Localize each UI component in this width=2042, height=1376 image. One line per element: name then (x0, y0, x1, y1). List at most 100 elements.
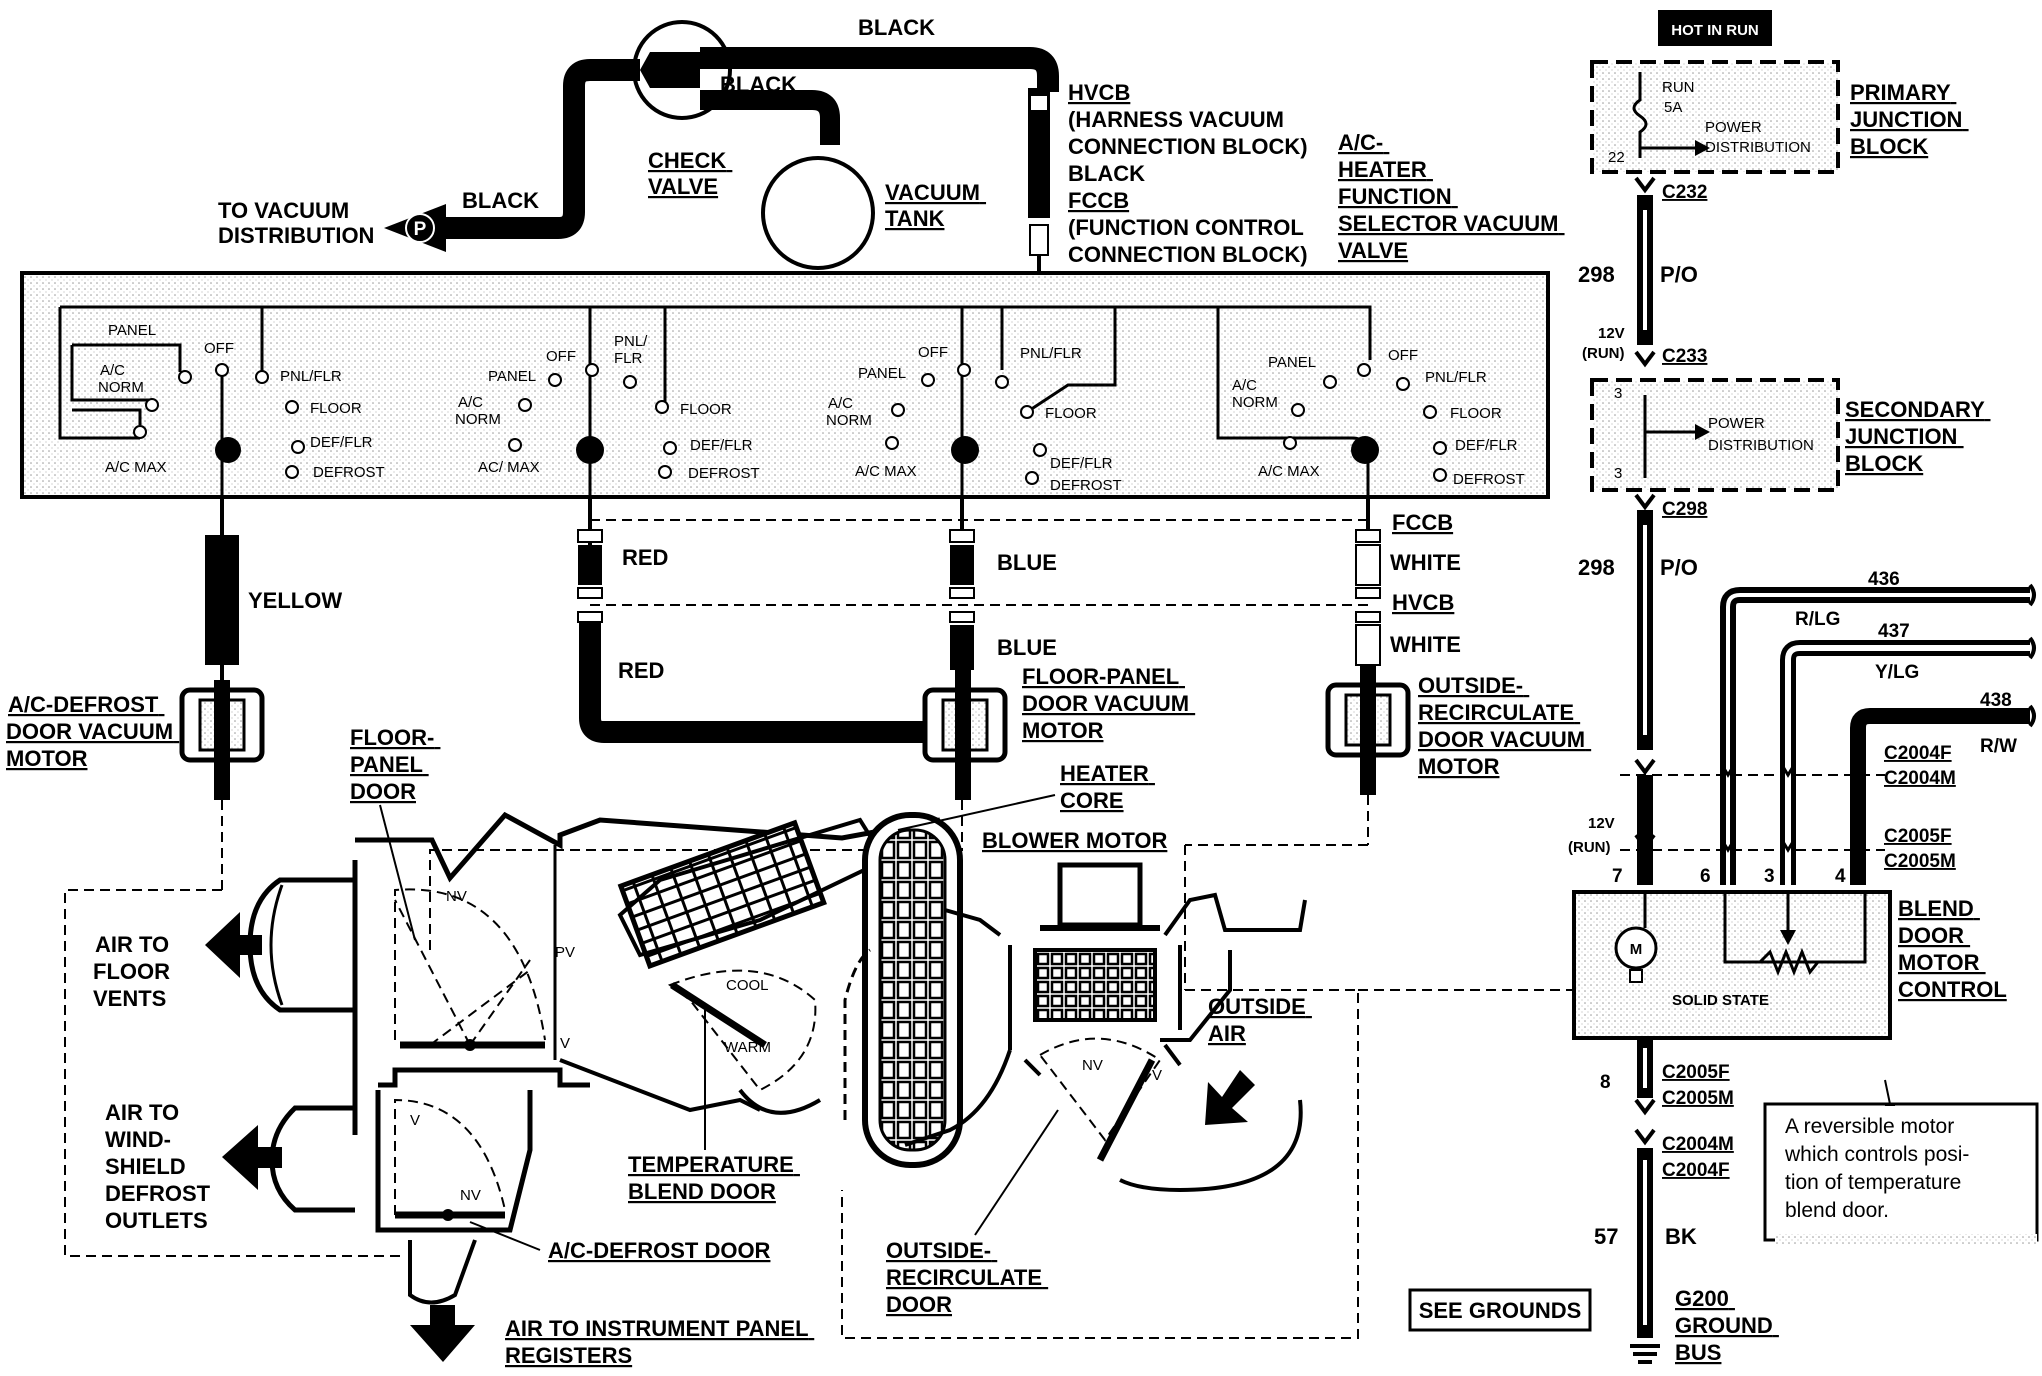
s1-floor: FLOOR (310, 400, 362, 417)
s2-panel: PANEL (488, 368, 536, 385)
s4-ac-max: A/C MAX (1258, 463, 1320, 480)
primary-jb-label: PRIMARY JUNCTION BLOCK (1850, 80, 1969, 159)
selector-section-1 (70, 307, 305, 500)
floor-panel-motor-icon (922, 670, 1008, 800)
see-grounds-label[interactable]: SEE GROUNDS (1419, 1298, 1582, 1323)
c298-label: C298 (1662, 499, 1707, 520)
hvac-case (64, 800, 1575, 1339)
outside-recirc-motor-icon (1184, 665, 1411, 990)
pin-3-top: 3 (1614, 385, 1622, 402)
s4-def-flr: DEF/FLR (1455, 437, 1518, 454)
s2-defrost: DEFROST (688, 465, 760, 482)
pin-22: 22 (1608, 149, 1625, 166)
cool: COOL (726, 977, 769, 994)
wire-rlg: R/LG (1795, 609, 1840, 630)
note-box (1763, 1102, 2039, 1242)
hose-white-bottom-label: WHITE (1390, 632, 1461, 657)
wire-438: 438 (1980, 690, 2012, 711)
wire-437: 437 (1878, 621, 1910, 642)
nv-3: NV (1082, 1057, 1103, 1074)
s3-floor: FLOOR (1045, 405, 1097, 422)
s4-off: OFF (1388, 347, 1418, 364)
s4-pnl-flr: PNL/FLR (1425, 369, 1487, 386)
pin-6: 6 (1700, 866, 1711, 887)
pin-8: 8 (1600, 1072, 1611, 1093)
electrical-circuit (1408, 10, 2039, 1364)
selector-section-3 (885, 307, 1117, 520)
wire-436: 436 (1868, 569, 1900, 590)
outside-recirc-motor-label: OUTSIDE- RECIRCULATE DOOR VACUUM MOTOR (1418, 673, 1591, 779)
outside-air-label: OUTSIDE AIR (1208, 994, 1312, 1046)
selector-section-2 (508, 307, 677, 520)
hvcb-fccb-label: HVCB (HARNESS VACUUM CONNECTION BLOCK) B… (1068, 80, 1314, 267)
hose-blue-bottom-label: BLUE (997, 635, 1057, 660)
hose-red-top-label: RED (622, 545, 668, 570)
s3-ac-max: A/C MAX (855, 463, 917, 480)
hose-white-top-label: WHITE (1390, 550, 1461, 575)
s3-defrost: DEFROST (1050, 477, 1122, 494)
vacuum-tank-icon (761, 156, 875, 270)
selector-valve-label: A/C- HEATER FUNCTION SELECTOR VACUUM VAL… (1338, 130, 1565, 263)
hose-yellow-label: YELLOW (248, 588, 342, 613)
air-to-floor-label: AIR TO FLOOR VENTS (93, 932, 176, 1011)
air-to-windshield-label: AIR TO WIND- SHIELD DEFROST OUTLETS (105, 1100, 216, 1233)
s3-off: OFF (918, 344, 948, 361)
heater-core-label: HEATER CORE (1060, 761, 1155, 813)
pin-4: 4 (1835, 866, 1846, 887)
po-b: P/O (1660, 555, 1698, 580)
s3-panel: PANEL (858, 365, 906, 382)
v-3: V (1152, 1067, 1162, 1084)
air-to-ip-arrow-icon (410, 1305, 475, 1362)
hose-black-top-label: BLACK (858, 15, 935, 40)
air-to-ip-label: AIR TO INSTRUMENT PANEL REGISTERS (505, 1316, 814, 1368)
to-vacuum-distribution-label: TO VACUUM DISTRIBUTION (218, 198, 374, 248)
wire-57: 57 (1594, 1224, 1618, 1249)
air-to-windshield-arrow-icon (222, 1125, 282, 1190)
outside-recirc-door-label: OUTSIDE- RECIRCULATE DOOR (886, 1238, 1048, 1317)
s4-floor: FLOOR (1450, 405, 1502, 422)
s2-off: OFF (546, 348, 576, 365)
po-a: P/O (1660, 262, 1698, 287)
air-to-floor-arrow-icon (205, 912, 262, 978)
hose-black-left-label: BLACK (462, 188, 539, 213)
s1-ac-max: A/C MAX (105, 459, 167, 476)
wire-rw: R/W (1980, 736, 2017, 757)
pv: PV (555, 944, 575, 961)
note-text: A reversible motor which controls posi- … (1784, 1115, 1975, 1222)
s2-floor: FLOOR (680, 401, 732, 418)
hot-in-run-badge (1658, 10, 1772, 46)
nv-1: NV (446, 888, 467, 905)
selector-valve-panel (20, 271, 1550, 499)
ac-defrost-motor-label: A/C-DEFROST DOOR VACUUM MOTOR (6, 692, 179, 771)
blend-door-motor-control-label: BLEND DOOR MOTOR CONTROL (1898, 896, 2007, 1002)
floor-panel-door-label: FLOOR- PANEL DOOR (350, 725, 440, 804)
c232-label: C232 (1662, 182, 1707, 203)
warm: WARM (724, 1039, 771, 1056)
vacuum-tank-label: VACUUM TANK (885, 180, 986, 231)
check-valve-label: CHECK VALVE (648, 148, 732, 199)
run-12v-a: 12V(RUN) (1582, 325, 1625, 362)
motor-icon (1614, 926, 1658, 970)
wire-bk: BK (1665, 1224, 1697, 1249)
floor-panel-motor-label: FLOOR-PANEL DOOR VACUUM MOTOR (1022, 664, 1195, 743)
temperature-blend-door-label: TEMPERATURE BLEND DOOR (628, 1152, 800, 1204)
ac-defrost-door-label: A/C-DEFROST DOOR (548, 1238, 771, 1263)
fccb-label: FCCB (1392, 510, 1453, 535)
nv-2: NV (460, 1187, 481, 1204)
run-12v-b: 12V(RUN) (1568, 815, 1615, 856)
s1-pnl-flr: PNL/FLR (280, 368, 342, 385)
s4-panel: PANEL (1268, 354, 1316, 371)
p-marker: P (414, 219, 427, 240)
wire-ylg: Y/LG (1875, 662, 1919, 683)
pin-3: 3 (1764, 866, 1775, 887)
g200-label: G200 GROUND BUS (1675, 1286, 1779, 1365)
see-grounds-button[interactable] (1408, 1288, 1592, 1332)
